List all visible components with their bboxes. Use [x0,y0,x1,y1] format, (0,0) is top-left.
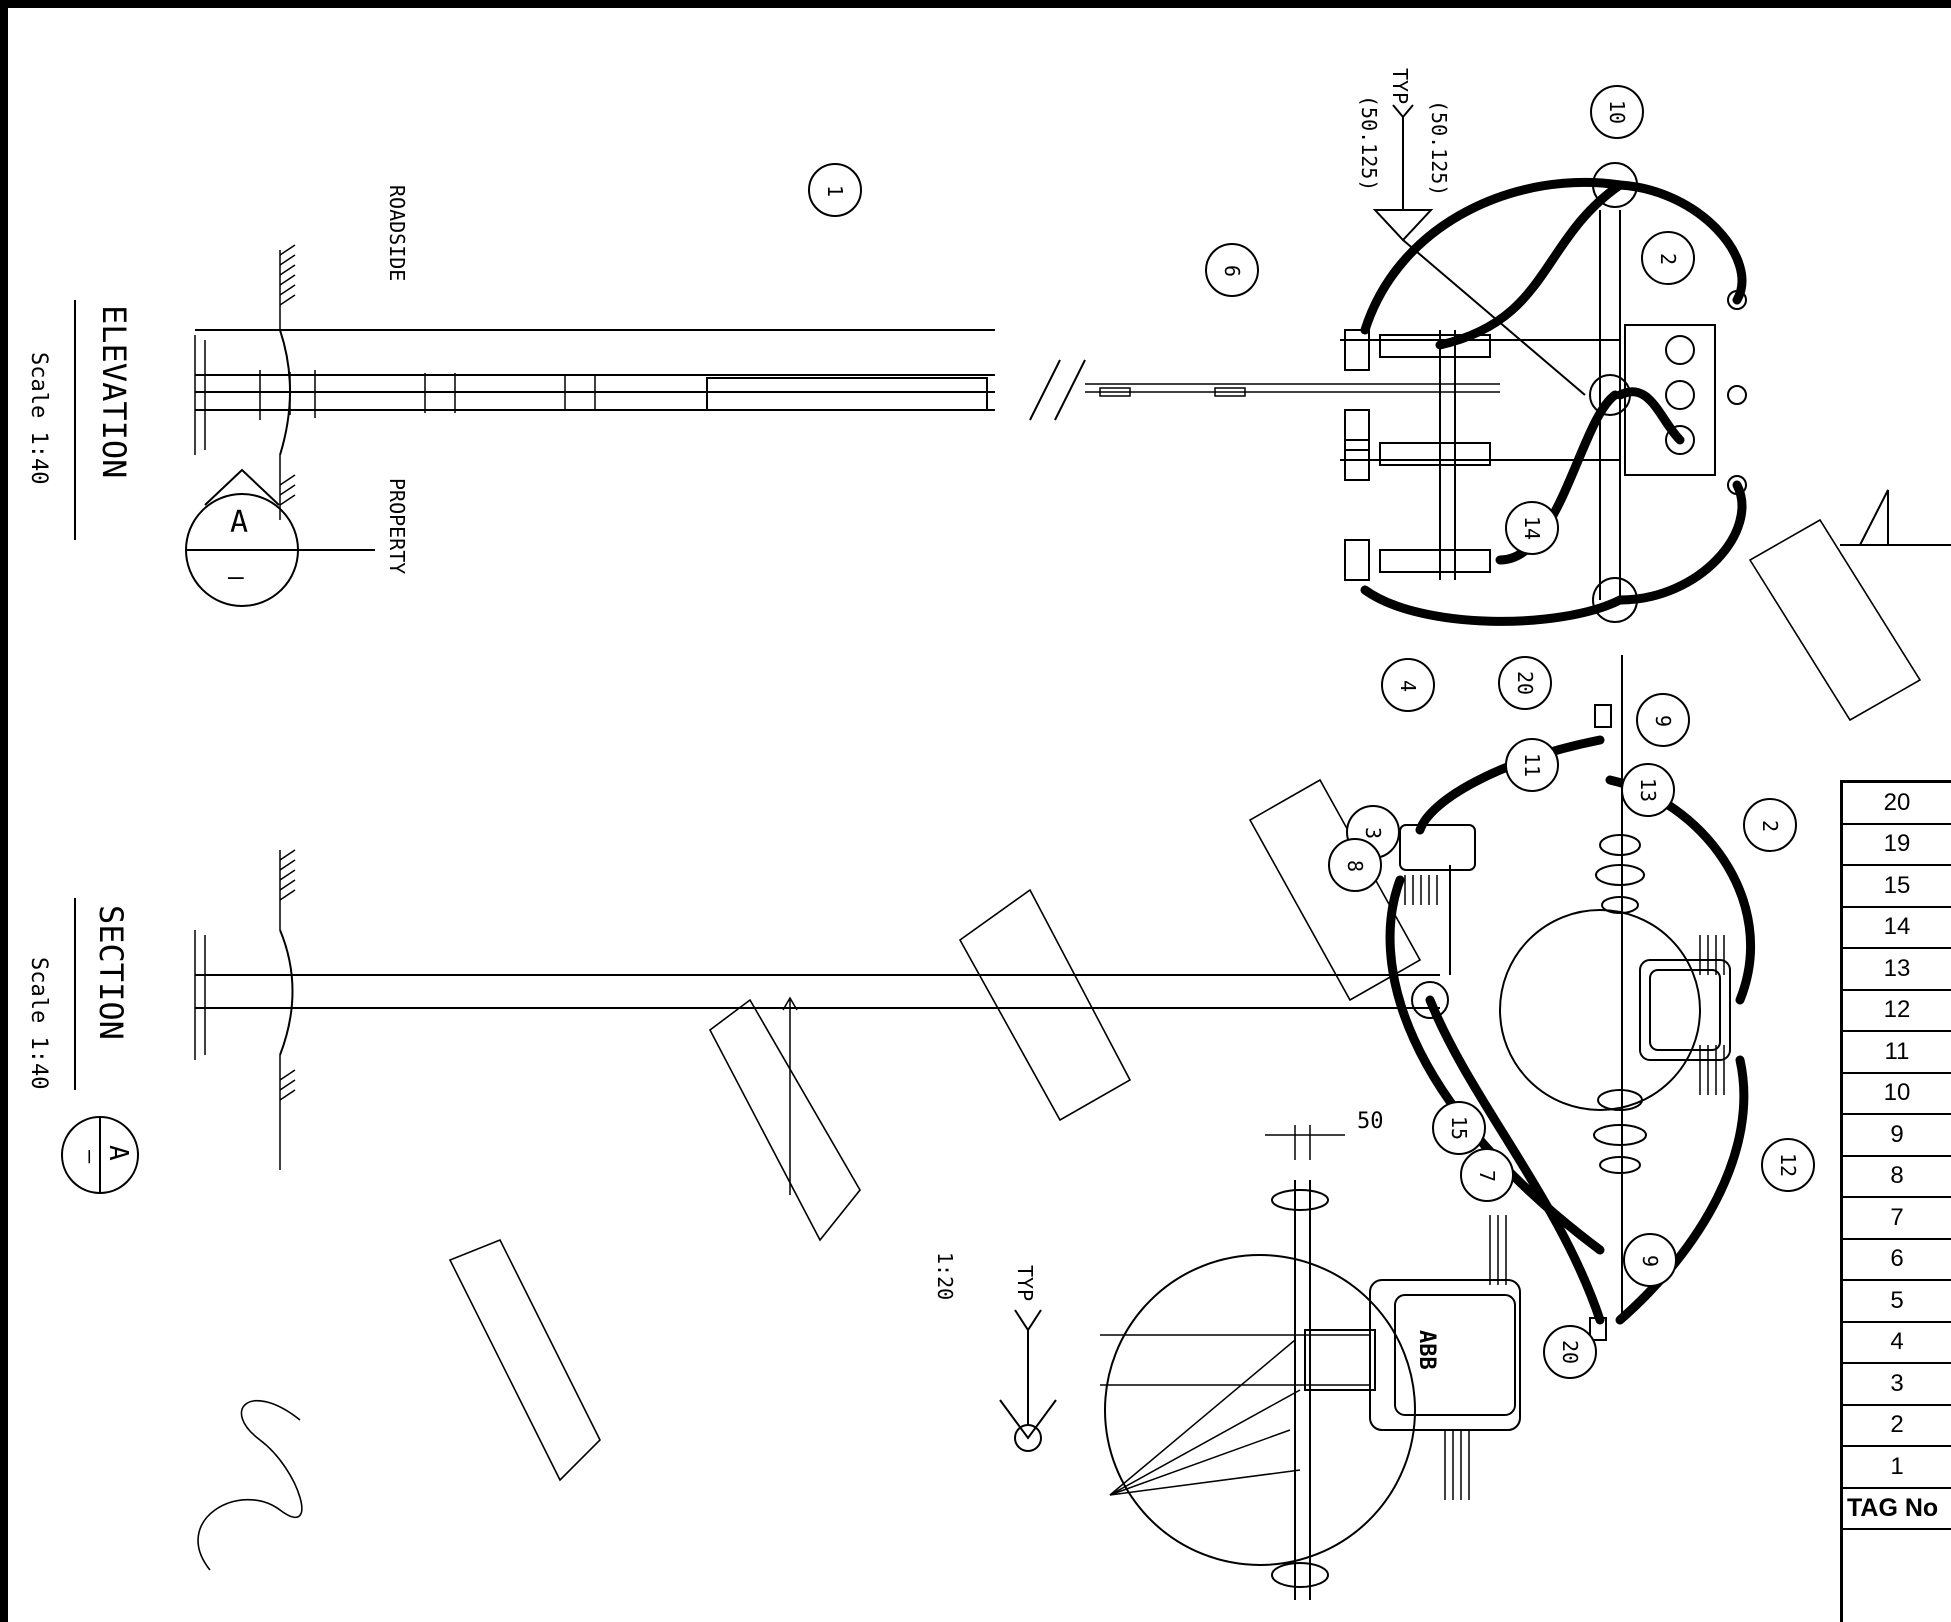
callout-2: 2 [1641,231,1695,285]
tag-row: 10 [1843,1074,1951,1115]
tag-row: 14 [1843,908,1951,949]
dim-top-right: (50.125) [1427,100,1451,196]
svg-text:7: 7 [1475,1170,1499,1182]
section-title: SECTION [92,905,130,1040]
tag-row: 4 [1843,1323,1951,1364]
superseded-watermark [197,518,1922,1571]
tag-row: 8 [1843,1157,1951,1198]
property-label: PROPERTY [385,478,409,574]
svg-text:6: 6 [1220,265,1244,277]
svg-text:10: 10 [1605,100,1629,124]
callout-12: 12 [1761,1138,1815,1192]
elevation-view [194,104,1951,626]
svg-text:15: 15 [1447,1116,1471,1140]
typ-top: TYP [1388,68,1412,104]
elevation-title: ELEVATION [95,305,133,478]
callout-20: 20 [1498,656,1552,710]
svg-text:14: 14 [1520,516,1544,540]
tag-row: 20 [1843,783,1951,825]
callout-10: 10 [1590,85,1644,139]
callout-9: 9 [1636,693,1690,747]
callout-8: 8 [1328,838,1382,892]
tag-row: 6 [1843,1240,1951,1281]
roadside-label: ROADSIDE [385,185,409,281]
callout-9: 9 [1623,1233,1677,1287]
section-scale: Scale 1:40 [26,957,51,1089]
tag-row: 3 [1843,1364,1951,1406]
tag-row: 1 [1843,1447,1951,1489]
svg-text:1: 1 [823,185,847,197]
callout-2: 2 [1743,798,1797,852]
callout-bubbles: 1 6 10 2 14 4 20 9 11 13 3 8 2 12 15 7 20 9 [808,85,1815,1379]
elevation-section-marker: A — [185,468,375,607]
svg-text:A: A [103,1145,133,1161]
callout-20: 20 [1543,1325,1597,1379]
detail-scale: 1:20 [933,1252,957,1300]
dim-50: 50 [1357,1109,1384,1134]
tag-row: 2 [1843,1406,1951,1447]
svg-text:11: 11 [1520,753,1544,777]
svg-text:20: 20 [1558,1340,1582,1364]
svg-text:9: 9 [1651,715,1675,727]
svg-text:—: — [77,1150,102,1164]
svg-text:20: 20 [1513,671,1537,695]
svg-text:13: 13 [1636,778,1660,802]
callout-1: 1 [808,163,862,217]
svg-text:A: A [230,505,248,540]
svg-text:2: 2 [1656,253,1680,265]
callout-14: 14 [1505,501,1559,555]
tag-row: 13 [1843,949,1951,991]
tag-row: 7 [1843,1198,1951,1240]
detail-view [999,1125,1521,1600]
callout-13: 13 [1621,763,1675,817]
dim-top-left: (50.125) [1357,95,1381,191]
tag-row: 5 [1843,1281,1951,1323]
callout-11: 11 [1505,738,1559,792]
svg-text:4: 4 [1396,680,1420,692]
callout-7: 7 [1460,1148,1514,1202]
svg-text:12: 12 [1776,1153,1800,1177]
callout-15: 15 [1432,1101,1486,1155]
section-view [194,655,1755,1341]
svg-text:2: 2 [1758,820,1782,832]
elevation-scale: Scale 1:40 [26,352,51,484]
tag-row: 19 [1843,825,1951,866]
svg-text:3: 3 [1361,827,1385,839]
section-section-marker: A — [61,1116,139,1194]
tag-row: 15 [1843,866,1951,908]
svg-text:—: — [228,562,244,592]
tag-table-header: TAG No [1843,1489,1951,1530]
tag-row: 9 [1843,1115,1951,1157]
svg-text:9: 9 [1638,1255,1662,1267]
callout-4: 4 [1381,658,1435,712]
typ-detail: TYP [1013,1265,1037,1301]
tag-row: 11 [1843,1032,1951,1074]
tag-row: 12 [1843,991,1951,1032]
callout-6: 6 [1205,243,1259,297]
abb-logo: ABB [1414,1330,1439,1370]
svg-text:8: 8 [1343,860,1367,872]
